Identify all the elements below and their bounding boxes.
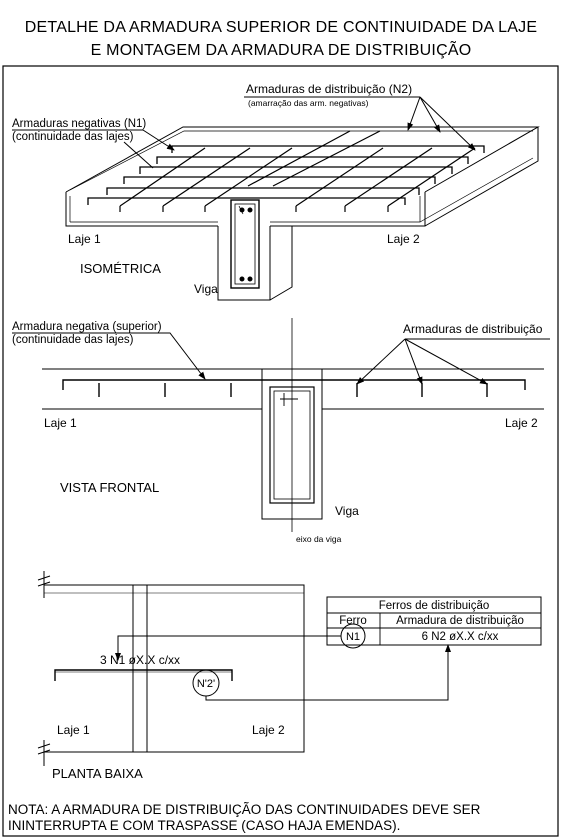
iso-view-title: ISOMÉTRICA — [80, 261, 161, 276]
iso-n1-label: Armaduras negativas (N1) — [12, 118, 146, 130]
frontal-viga-label: Viga — [335, 504, 359, 518]
plan-bar-label: 3 N1 øX.X c/xx — [100, 653, 180, 667]
iso-viga-label: Viga — [194, 282, 218, 296]
frontal-dist-label: Armaduras de distribuição — [403, 322, 543, 336]
frontal-laje2-label: Laje 2 — [505, 416, 538, 430]
note-line-2: ININTERRUPTA E COM TRASPASSE (CASO HAJA … — [8, 818, 401, 833]
isometric-view — [12, 96, 540, 301]
title-line-2: E MONTAGEM DA ARMADURA DE DISTRIBUIÇÃO — [90, 42, 472, 59]
plan-view — [37, 571, 542, 766]
frontal-neg-sub: (continuidade das lajes) — [12, 334, 134, 346]
table-col2-header: Armadura de distribuição — [396, 615, 524, 627]
table-title: Ferros de distribuição — [379, 600, 490, 612]
frontal-laje1-label: Laje 1 — [44, 416, 77, 430]
iso-n1-sub: (continuidade das lajes) — [12, 131, 134, 143]
frontal-axis-label: eixo da viga — [296, 534, 342, 544]
iso-laje1-label: Laje 1 — [68, 232, 101, 246]
table-col1-header: Ferro — [339, 615, 366, 627]
frontal-view-title: VISTA FRONTAL — [60, 480, 159, 495]
plan-n2-tag: N'2' — [197, 678, 215, 690]
frontal-view — [12, 318, 550, 532]
table-cell-distribution: 6 N2 øX.X c/xx — [422, 631, 499, 643]
plan-laje2-label: Laje 2 — [252, 723, 285, 737]
plan-n1-tag: N1 — [346, 631, 360, 643]
note-line-1: NOTA: A ARMADURA DE DISTRIBUIÇÃO DAS CON… — [8, 802, 481, 817]
note: NOTA: A ARMADURA DE DISTRIBUIÇÃO DAS CON… — [8, 802, 553, 834]
frontal-neg-label: Armadura negativa (superior) — [12, 321, 162, 333]
plan-laje1-label: Laje 1 — [57, 723, 90, 737]
title-line-1: DETALHE DA ARMADURA SUPERIOR DE CONTINUI… — [24, 19, 538, 36]
iso-laje2-label: Laje 2 — [387, 232, 420, 246]
iso-n2-sub: (amarração das arm. negativas) — [248, 98, 369, 108]
drawing-frame — [2, 65, 559, 837]
plan-view-title: PLANTA BAIXA — [52, 766, 143, 781]
iso-n2-label: Armaduras de distribuição (N2) — [246, 82, 412, 96]
